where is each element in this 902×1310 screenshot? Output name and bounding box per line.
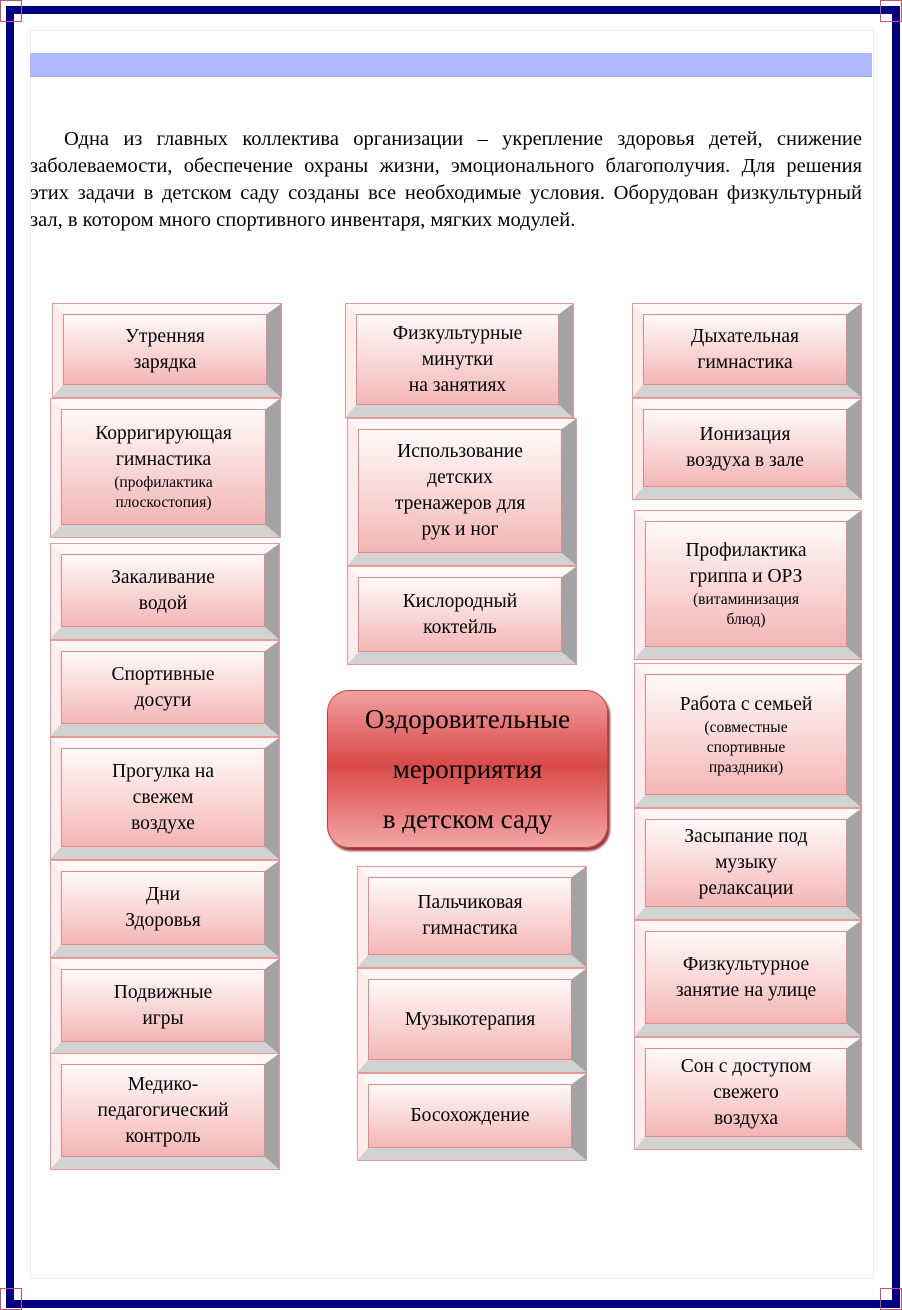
activity-box: Физкультурные минутки на занятиях <box>345 303 574 418</box>
activity-title: Пальчиковая гимнастика <box>417 892 523 939</box>
activity-box: Утренняя зарядка <box>52 303 282 398</box>
page-border <box>6 6 900 1308</box>
activity-title: Медико- педагогический контроль <box>97 1073 229 1147</box>
activity-title: Закаливание водой <box>111 566 215 614</box>
activity-box: Ионизация воздуха в зале <box>632 398 862 500</box>
activity-box-face: Спортивные досуги <box>61 651 265 724</box>
activity-title: Ионизация воздуха в зале <box>686 424 804 471</box>
corner-ornament <box>880 1288 902 1310</box>
activity-box-face: Физкультурные минутки на занятиях <box>356 314 559 405</box>
activity-note: (совместные спортивные праздники) <box>704 718 788 776</box>
activity-title: Физкультурные минутки на занятиях <box>392 322 523 396</box>
activity-box-face: Дни Здоровья <box>61 871 265 945</box>
corner-ornament <box>0 0 22 22</box>
activity-box: Закаливание водой <box>50 543 280 640</box>
activity-title: Спортивные досуги <box>111 663 215 711</box>
activity-box: Пальчиковая гимнастика <box>357 866 587 968</box>
activity-box-face: Сон с доступом свежего воздуха <box>645 1048 847 1137</box>
activity-box-face: Физкультурное занятие на улице <box>645 931 847 1024</box>
activity-title: Сон с доступом свежего воздуха <box>680 1055 812 1129</box>
activity-box-face: Подвижные игры <box>61 969 265 1042</box>
activity-box: Корригирующая гимнастика (профилактика пл… <box>50 398 281 538</box>
intro-paragraph: Одна из главных коллектива организации –… <box>30 128 862 231</box>
activity-box-face: Корригирующая гимнастика (профилактика пл… <box>61 409 266 525</box>
activity-box-face: Ионизация воздуха в зале <box>643 409 847 487</box>
activity-box: Подвижные игры <box>50 958 280 1055</box>
activity-box: Дыхательная гимнастика <box>632 303 862 398</box>
activity-box-face: Профилактика гриппа и ОРЗ (витаминизация … <box>645 521 847 647</box>
activity-box-face: Пальчиковая гимнастика <box>368 877 572 955</box>
central-title: Оздоровительные мероприятия в детском са… <box>364 704 571 834</box>
activity-box-face: Использование детских тренажеров для рук… <box>358 429 562 553</box>
activity-box-face: Босохождение <box>368 1084 572 1148</box>
activity-title: Подвижные игры <box>113 981 213 1029</box>
activity-box-face: Медико- педагогический контроль <box>61 1064 265 1157</box>
activity-box: Засыпание под музыку релаксации <box>634 808 862 920</box>
activity-title: Работа с семьей <box>679 693 813 715</box>
activity-title: Дни Здоровья <box>125 884 201 931</box>
activity-title: Дыхательная гимнастика <box>691 325 799 373</box>
activity-title: Физкультурное занятие на улице <box>675 953 817 1001</box>
activity-box-face: Дыхательная гимнастика <box>643 314 847 385</box>
activity-box-face: Засыпание под музыку релаксации <box>645 819 847 907</box>
activity-title: Использование детских тренажеров для рук… <box>394 441 526 540</box>
activity-title: Корригирующая гимнастика <box>95 423 232 470</box>
activity-box-face: Кислородный коктейль <box>358 577 562 652</box>
activity-title: Босохождение <box>410 1105 530 1126</box>
activity-box: Босохождение <box>357 1073 587 1161</box>
activity-box: Использование детских тренажеров для рук… <box>347 418 577 566</box>
activity-box: Кислородный коктейль <box>347 566 577 665</box>
activity-box: Сон с доступом свежего воздуха <box>634 1037 862 1150</box>
activity-title: Утренняя зарядка <box>125 325 205 373</box>
activity-title: Кислородный коктейль <box>402 590 518 638</box>
activity-box-face: Прогулка на свежем воздухе <box>61 748 265 847</box>
activity-box-face: Утренняя зарядка <box>63 314 267 385</box>
activity-title: Профилактика гриппа и ОРЗ <box>685 540 807 587</box>
activity-box: Прогулка на свежем воздухе <box>50 737 280 860</box>
header-band <box>30 53 872 77</box>
activity-box: Дни Здоровья <box>50 860 280 958</box>
activity-box: Физкультурное занятие на улице <box>634 920 862 1037</box>
activity-box-face: Работа с семьей (совместные спортивные пр… <box>645 674 847 795</box>
central-title-box: Оздоровительные мероприятия в детском са… <box>327 690 608 848</box>
corner-ornament <box>880 0 902 22</box>
activity-box: Профилактика гриппа и ОРЗ (витаминизация … <box>634 510 862 660</box>
activity-box: Спортивные досуги <box>50 640 280 737</box>
activity-note: (витаминизация блюд) <box>692 591 800 628</box>
activity-box: Музыкотерапия <box>357 968 587 1073</box>
activity-box: Работа с семьей (совместные спортивные пр… <box>634 663 862 808</box>
activity-title: Прогулка на свежем воздухе <box>111 760 214 834</box>
activity-box-face: Закаливание водой <box>61 554 265 627</box>
page-area <box>30 30 874 1279</box>
activity-title: Музыкотерапия <box>404 1008 536 1030</box>
activity-note: (профилактика плоскостопия) <box>114 474 213 511</box>
activity-box-face: Музыкотерапия <box>368 979 572 1060</box>
activity-title: Засыпание под музыку релаксации <box>684 826 808 899</box>
activity-box: Медико- педагогический контроль <box>50 1053 280 1170</box>
corner-ornament <box>0 1288 22 1310</box>
